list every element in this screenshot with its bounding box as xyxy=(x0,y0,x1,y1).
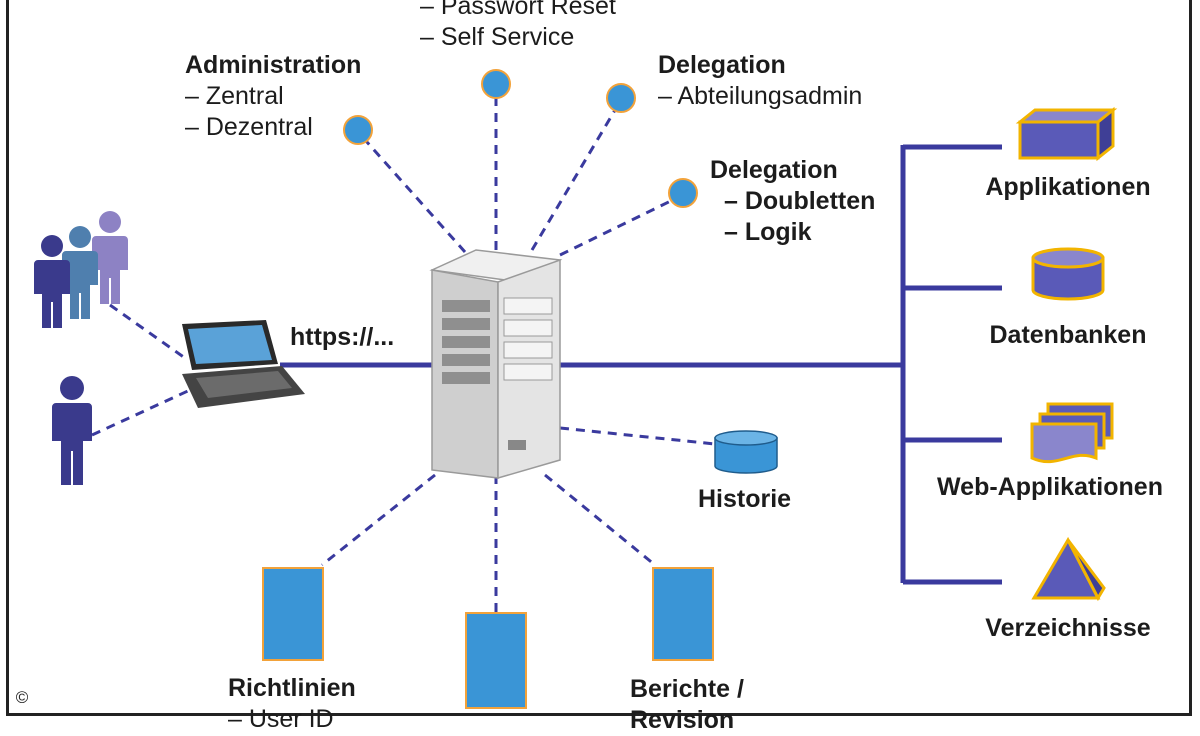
delegation-2-title: Delegation xyxy=(710,156,838,184)
connector-richtlinien xyxy=(321,473,436,567)
endpoint-dot-self-service xyxy=(481,69,511,99)
document-icon-middle xyxy=(465,612,527,709)
web-applikationen-label: Web-Applikationen xyxy=(937,473,1163,501)
dashed-connectors xyxy=(91,85,716,612)
endpoint-dot-delegation-1 xyxy=(606,83,636,113)
connector-berichte xyxy=(544,473,656,567)
administration-line-2: – Dezentral xyxy=(185,113,313,141)
historie-icon xyxy=(714,430,778,474)
connection-label: https://... xyxy=(290,323,395,351)
document-icons xyxy=(262,567,714,709)
berichte-label: Berichte / Revision xyxy=(630,674,744,736)
solid-connectors xyxy=(280,144,1002,585)
connector-delegation-1 xyxy=(530,99,623,251)
administration-line-1: – Zentral xyxy=(185,82,284,110)
connector-historie xyxy=(559,426,716,446)
connector-people-group xyxy=(109,303,186,360)
endpoint-dots xyxy=(343,69,698,208)
self-service-label: – Passwort Reset – Self Service xyxy=(420,0,616,53)
document-icon-richtlinien xyxy=(262,567,324,661)
verzeichnisse-label: Verzeichnisse xyxy=(985,614,1151,642)
server-icon xyxy=(429,249,563,479)
datenbanken-icon xyxy=(1031,247,1105,301)
person-icon-light xyxy=(92,211,128,304)
historie-label: Historie xyxy=(698,485,792,513)
richtlinien-title: Richtlinien xyxy=(228,674,356,702)
connector-single-person xyxy=(91,388,191,437)
document-icon-berichte xyxy=(652,567,714,661)
administration-title: Administration xyxy=(185,51,362,79)
person-icon-mid xyxy=(62,226,98,319)
copyright-mark: © xyxy=(15,688,29,707)
person-icon-dark xyxy=(34,235,70,328)
single-person-icon xyxy=(52,376,92,485)
delegation-2-line-1: – Doubletten xyxy=(724,187,876,215)
endpoint-dot-delegation-2 xyxy=(668,178,698,208)
connector-administration xyxy=(356,131,467,253)
people-group-icon xyxy=(34,211,128,328)
delegation-2-line-2: – Logik xyxy=(724,218,812,246)
berichte-line-1: Revision xyxy=(630,706,735,734)
laptop-icon xyxy=(182,320,305,408)
richtlinien-label: Richtlinien – User ID xyxy=(228,673,356,735)
datenbanken-label: Datenbanken xyxy=(989,321,1147,349)
delegation-1-line-1: – Abteilungsadmin xyxy=(658,82,863,110)
administration-label: Administration – Zentral – Dezentral xyxy=(185,50,361,143)
self-service-line-2: – Self Service xyxy=(420,23,575,51)
delegation-2-label: Delegation – Doubletten – Logik xyxy=(710,155,875,248)
web-applikationen-icon xyxy=(1030,402,1114,464)
verzeichnisse-icon xyxy=(1031,536,1106,602)
self-service-line-1: – Passwort Reset xyxy=(420,0,616,20)
delegation-1-label: Delegation – Abteilungsadmin xyxy=(658,50,862,112)
applikationen-label: Applikationen xyxy=(985,173,1151,201)
delegation-1-title: Delegation xyxy=(658,51,786,79)
connector-delegation-2 xyxy=(559,193,684,257)
endpoint-dot-administration xyxy=(343,115,373,145)
berichte-title: Berichte / xyxy=(630,675,744,703)
applikationen-icon xyxy=(1015,106,1118,162)
identity-management-diagram xyxy=(34,69,1118,709)
